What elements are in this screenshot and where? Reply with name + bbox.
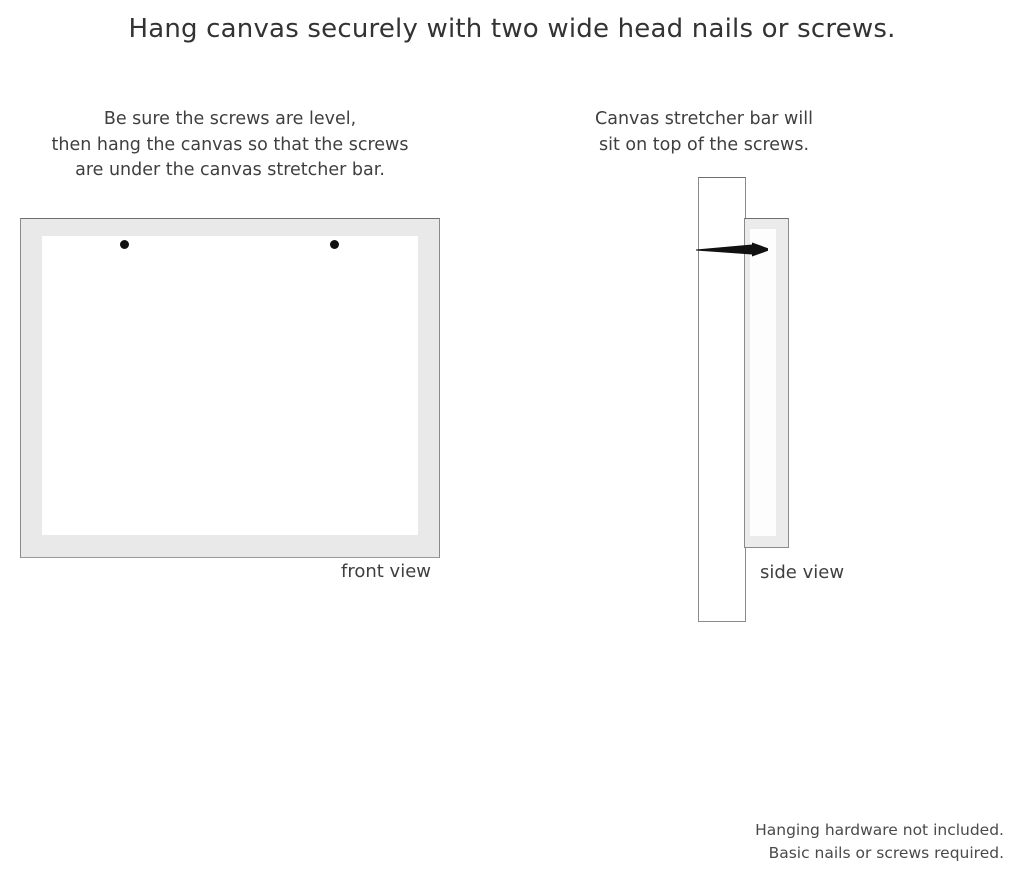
footer-note: Hanging hardware not included. Basic nai… xyxy=(604,819,1004,865)
front-view-caption: Be sure the screws are level, then hang … xyxy=(20,107,440,184)
caption-line: sit on top of the screws. xyxy=(598,134,810,155)
screw-head-right-icon xyxy=(330,240,339,249)
canvas-stretcher-bar-side xyxy=(744,218,789,548)
caption-line: Canvas stretcher bar will xyxy=(595,109,813,129)
side-view-diagram xyxy=(690,170,880,640)
page-title: Hang canvas securely with two wide head … xyxy=(128,14,896,44)
footer-line: Basic nails or screws required. xyxy=(768,844,1004,862)
front-view-diagram xyxy=(20,218,440,558)
front-view-label: front view xyxy=(341,561,431,582)
side-view-caption: Canvas stretcher bar will sit on top of … xyxy=(580,107,828,158)
canvas-face-front xyxy=(42,236,418,535)
caption-line: then hang the canvas so that the screws xyxy=(51,134,409,155)
canvas-face-side xyxy=(750,229,776,536)
caption-line: Be sure the screws are level, xyxy=(103,109,357,129)
screw-head-left-icon xyxy=(120,240,129,249)
screw-side-icon xyxy=(696,238,772,260)
side-view-label: side view xyxy=(760,562,845,583)
caption-line: are under the canvas stretcher bar. xyxy=(75,160,385,180)
footer-line: Hanging hardware not included. xyxy=(755,821,1004,839)
